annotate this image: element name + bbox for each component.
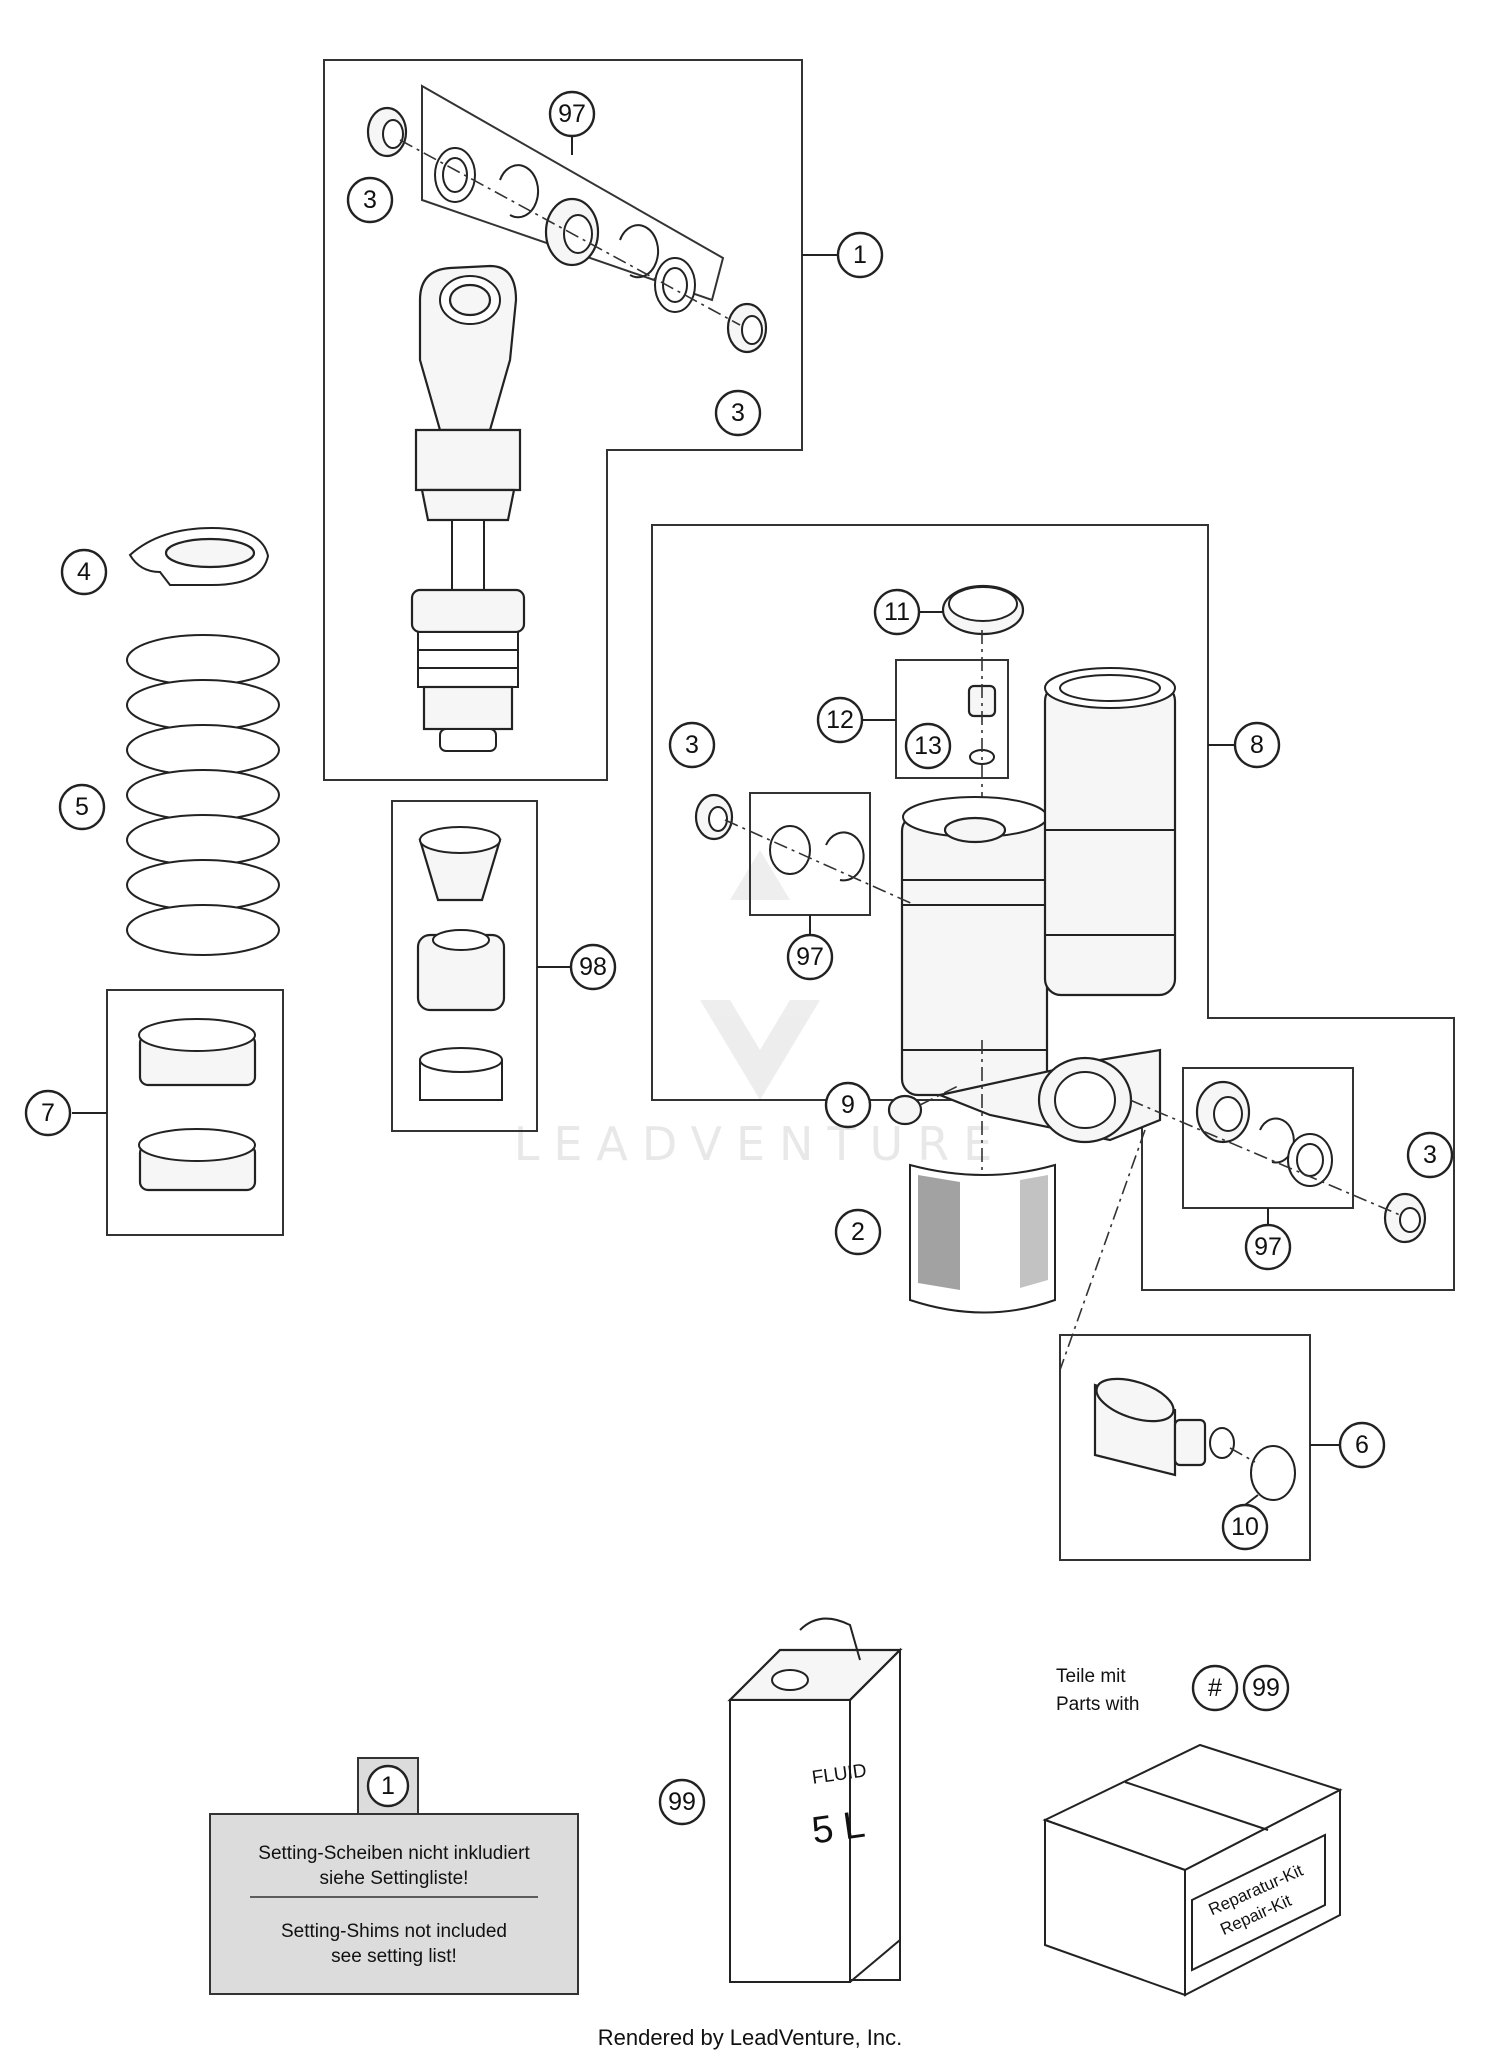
callout-99-can: 99: [658, 1778, 706, 1826]
svg-text:12: 12: [826, 706, 854, 734]
svg-text:5 L: 5 L: [809, 1804, 867, 1853]
callout-1: 1: [836, 231, 884, 279]
svg-text:4: 4: [77, 558, 91, 586]
svg-text:10: 10: [1231, 1513, 1259, 1541]
group-6-frame: [1059, 1334, 1311, 1561]
svg-text:1: 1: [853, 241, 867, 269]
svg-text:13: 13: [914, 732, 942, 760]
warning-sticker: [909, 1163, 1056, 1314]
callout-9: 9: [824, 1081, 872, 1129]
svg-text:LEADVENTURE: LEADVENTURE: [514, 1117, 1007, 1171]
note-de-line1: Setting-Scheiben nicht inkludiert: [258, 1843, 530, 1864]
shock-body-parts: [694, 584, 1427, 1371]
seal-head-parts: [416, 826, 506, 1101]
callout-13: 13: [904, 722, 952, 770]
compression-cartridge: [1093, 1377, 1296, 1501]
note-en-line2: see setting list!: [331, 1946, 457, 1967]
callout-3-right: 3: [1406, 1131, 1454, 1179]
callout-11: 11: [873, 588, 921, 636]
callout-5: 5: [58, 783, 106, 831]
spring-retainer: [128, 526, 270, 586]
svg-text:11: 11: [884, 598, 910, 626]
callout-98: 98: [569, 943, 617, 991]
svg-text:97: 97: [796, 943, 824, 971]
svg-text:99: 99: [668, 1788, 696, 1816]
svg-text:1: 1: [381, 1772, 395, 1800]
group-97-top-frame: [421, 84, 725, 302]
oil-can: FLUID 5 L: [727, 1617, 903, 1983]
leadventure-watermark: LEADVENTURE: [514, 850, 1007, 1171]
callout-2: 2: [834, 1208, 882, 1256]
note-en-line1: Setting-Shims not included: [281, 1921, 507, 1942]
svg-text:7: 7: [41, 1099, 55, 1127]
svg-text:9: 9: [841, 1091, 855, 1119]
footer-credit: Rendered by LeadVenture, Inc.: [598, 2025, 903, 2050]
svg-text:5: 5: [75, 793, 89, 821]
callout-3-top-right: 3: [714, 389, 762, 437]
callout-97-right: 97: [1244, 1223, 1292, 1271]
setting-shims-note: Setting-Scheiben nicht inkludiert siehe …: [209, 1757, 579, 1995]
legend-line-1: Teile mit: [1056, 1666, 1126, 1687]
svg-text:3: 3: [731, 399, 745, 427]
spring-coil: [126, 634, 280, 956]
piston-rod-parts: [366, 106, 768, 752]
callout-97-mid: 97: [786, 933, 834, 981]
callout-12: 12: [816, 696, 864, 744]
svg-text:97: 97: [1254, 1233, 1282, 1261]
adjusting-rings: [138, 1018, 257, 1192]
callout-3-top-left: 3: [346, 176, 394, 224]
callout-8: 8: [1233, 721, 1281, 769]
callout-10: 10: [1221, 1503, 1269, 1551]
svg-text:6: 6: [1355, 1431, 1369, 1459]
svg-text:98: 98: [579, 953, 607, 981]
repair-kit-box: Reparatur-Kit Repair-Kit: [1042, 1743, 1343, 1997]
callout-97-top: 97: [548, 90, 596, 138]
callout-4: 4: [60, 548, 108, 596]
legend-99-callout: 99: [1242, 1664, 1290, 1712]
svg-text:2: 2: [851, 1218, 865, 1246]
svg-text:3: 3: [363, 186, 377, 214]
note-de-line2: siehe Settingliste!: [320, 1868, 469, 1889]
group-1-frame: [323, 59, 803, 781]
note-ref-callout: 1: [366, 1764, 410, 1808]
svg-text:97: 97: [558, 100, 586, 128]
svg-text:3: 3: [685, 731, 699, 759]
svg-text:8: 8: [1250, 731, 1264, 759]
svg-text:99: 99: [1252, 1674, 1280, 1702]
group-8-frame: [651, 524, 1455, 1291]
svg-text:#: #: [1208, 1674, 1222, 1702]
legend-hash-callout: #: [1191, 1664, 1239, 1712]
legend-line-2: Parts with: [1056, 1694, 1139, 1715]
callout-7: 7: [24, 1089, 72, 1137]
svg-text:3: 3: [1423, 1141, 1437, 1169]
callout-6: 6: [1338, 1421, 1386, 1469]
callout-3-mid-left: 3: [668, 721, 716, 769]
